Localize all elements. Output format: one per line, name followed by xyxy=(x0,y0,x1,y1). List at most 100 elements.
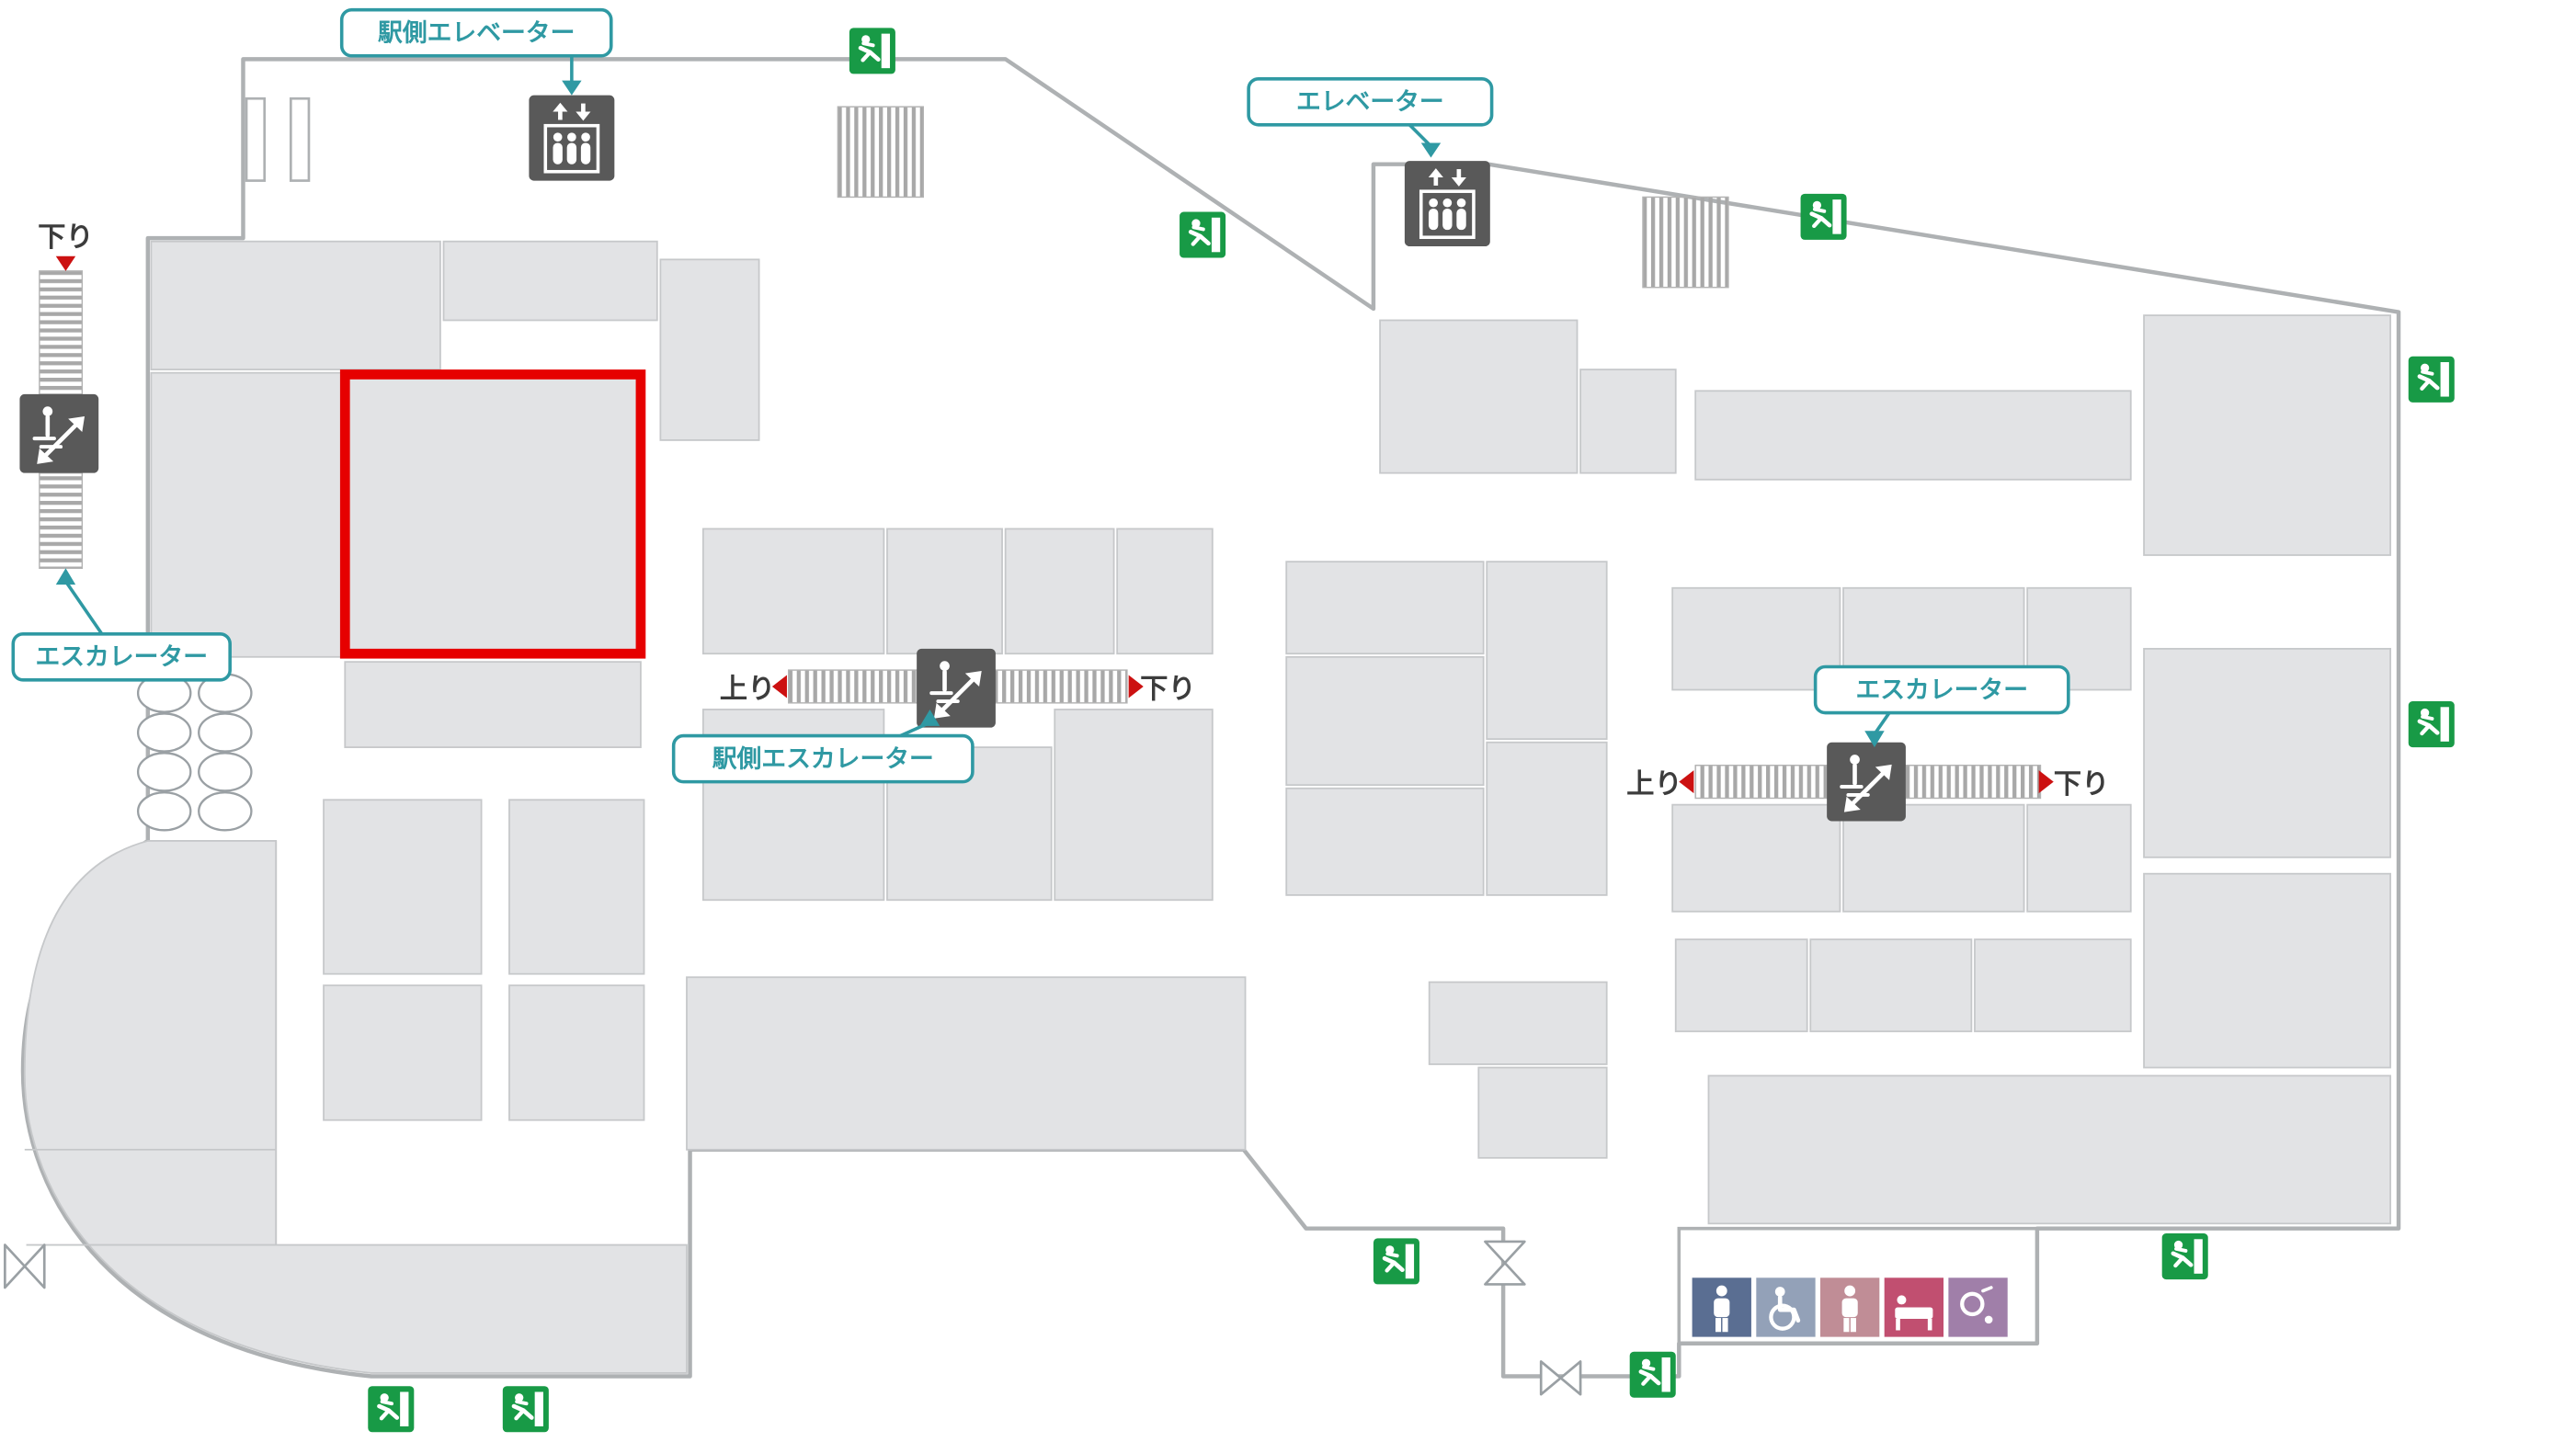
elevator-icon xyxy=(1403,159,1492,248)
callout-elevator: エレベーター xyxy=(1247,76,1494,158)
callout-escalator-right: エスカレーター xyxy=(1813,664,2070,748)
escalator-track xyxy=(1901,765,2042,800)
room xyxy=(1579,369,1677,474)
room xyxy=(1694,390,2132,481)
room xyxy=(1116,528,1214,655)
room xyxy=(1671,586,1841,691)
escalator-icon xyxy=(1827,743,1906,822)
powder-room-icon xyxy=(1948,1277,2008,1337)
room xyxy=(1809,938,1973,1033)
mens-toilet-icon xyxy=(1692,1277,1751,1337)
highlighted-store[interactable] xyxy=(339,369,646,659)
arrow-up-icon xyxy=(919,709,940,726)
arrow-up-icon xyxy=(55,568,76,585)
room xyxy=(1054,709,1214,902)
room xyxy=(886,528,1003,655)
room xyxy=(323,799,483,975)
room-divider xyxy=(24,840,278,1246)
room xyxy=(1004,528,1115,655)
direction-marker xyxy=(771,675,787,698)
room xyxy=(701,528,885,655)
ellipse-decoration xyxy=(136,673,253,832)
accessible-toilet-icon xyxy=(1756,1277,1816,1337)
room xyxy=(150,371,343,658)
callout-station-elevator: 駅側エレベーター xyxy=(339,7,613,96)
emergency-exit-icon xyxy=(368,1386,414,1432)
room xyxy=(323,984,483,1121)
direction-label: 上り xyxy=(1626,768,1682,800)
callout-escalator-left: エスカレーター xyxy=(11,568,232,682)
emergency-exit-icon xyxy=(1630,1352,1676,1398)
direction-marker xyxy=(2038,770,2054,794)
emergency-exit-icon xyxy=(1180,212,1225,258)
escalator-track xyxy=(39,471,84,570)
direction-label: 上り xyxy=(720,673,776,705)
escalator-track xyxy=(1694,765,1828,800)
emergency-exit-icon xyxy=(503,1386,549,1432)
escalator-track xyxy=(991,669,1128,704)
room xyxy=(1285,655,1485,787)
elevator-icon xyxy=(527,93,617,183)
room xyxy=(1379,319,1579,474)
door-icon xyxy=(289,97,311,182)
room xyxy=(659,258,760,441)
room xyxy=(1974,938,2132,1033)
escalator-track xyxy=(788,669,918,704)
room xyxy=(2143,314,2391,556)
room xyxy=(1671,803,1841,913)
arrow-down-icon xyxy=(562,80,582,96)
shutter-icon xyxy=(1484,1240,1526,1286)
arrow-down-icon xyxy=(1420,142,1442,158)
room xyxy=(23,840,688,1374)
emergency-exit-icon xyxy=(2162,1233,2208,1279)
rooms xyxy=(150,240,2391,1225)
emergency-exit-icon xyxy=(1801,194,1847,240)
room xyxy=(2026,803,2132,913)
escalator-icon xyxy=(19,394,98,473)
room xyxy=(344,661,642,748)
room xyxy=(2143,647,2391,858)
door-icon xyxy=(245,97,267,182)
emergency-exit-icon xyxy=(2409,701,2455,747)
direction-marker xyxy=(1679,770,1694,794)
restroom-area-wall xyxy=(1677,1226,2037,1344)
room xyxy=(508,984,645,1121)
callout-label: 駅側エレベーター xyxy=(378,19,575,48)
room xyxy=(1285,561,1485,655)
emergency-exit-icon xyxy=(2409,357,2455,403)
escalator-track xyxy=(39,270,84,395)
womens-toilet-icon xyxy=(1819,1277,1880,1337)
room xyxy=(1486,741,1608,896)
room xyxy=(1486,561,1608,741)
callout-label: エスカレーター xyxy=(1855,676,2028,704)
direction-label: 下り xyxy=(38,221,94,254)
direction-marker xyxy=(1128,675,1144,698)
room xyxy=(1707,1074,2391,1225)
callout-label: エレベーター xyxy=(1296,88,1444,117)
room xyxy=(1285,787,1485,896)
callout-label: エスカレーター xyxy=(35,643,208,672)
callout-station-escalator: 駅側エスカレーター xyxy=(671,709,975,784)
stairs-hatch xyxy=(1642,196,1729,289)
room xyxy=(1428,981,1608,1065)
room xyxy=(686,976,1247,1151)
room xyxy=(508,799,645,975)
shutter-icon xyxy=(1539,1360,1582,1396)
direction-label: 下り xyxy=(1140,673,1196,705)
direction-marker xyxy=(55,255,76,271)
room xyxy=(1674,938,1808,1033)
room xyxy=(442,240,658,322)
callout-label: 駅側エスカレーター xyxy=(712,745,934,774)
stairs-hatch xyxy=(837,106,925,199)
direction-label: 下り xyxy=(2054,768,2110,800)
shutter-icon xyxy=(4,1243,46,1289)
room xyxy=(1842,803,2025,913)
emergency-exit-icon xyxy=(849,28,895,74)
baby-room-icon xyxy=(1884,1277,1944,1337)
room xyxy=(2143,872,2391,1069)
emergency-exit-icon xyxy=(1373,1238,1419,1284)
room xyxy=(1477,1066,1608,1159)
room xyxy=(150,240,441,370)
